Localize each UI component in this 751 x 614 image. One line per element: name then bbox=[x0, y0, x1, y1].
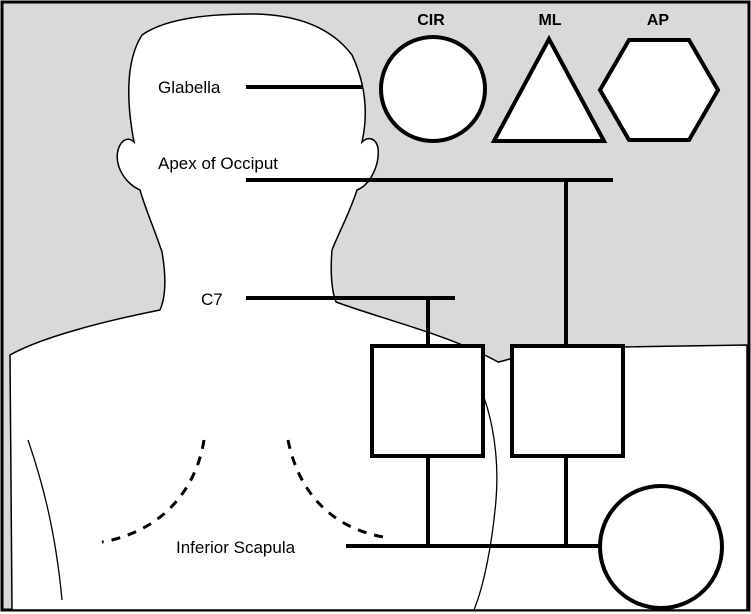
cir-header: CIR bbox=[417, 12, 445, 29]
glabella-label: Glabella bbox=[158, 78, 221, 97]
ml-triangle-shape bbox=[490, 34, 608, 143]
c7-measurement-square bbox=[370, 344, 485, 458]
apex-of-occiput-label: Apex of Occiput bbox=[158, 154, 278, 173]
scapula-right-outline bbox=[286, 439, 391, 540]
ap-hexagon-shape bbox=[597, 38, 721, 142]
ap-header: AP bbox=[647, 12, 670, 29]
body-silhouette bbox=[9, 13, 748, 611]
scapula-left-outline bbox=[101, 439, 206, 544]
inferior-scapula-label: Inferior Scapula bbox=[176, 538, 296, 557]
ml-header: ML bbox=[538, 12, 561, 29]
cir-circle-shape bbox=[379, 35, 487, 143]
occiput-measurement-square bbox=[510, 344, 625, 458]
c7-label: C7 bbox=[201, 290, 223, 309]
back-contour-left bbox=[27, 439, 63, 601]
scapula-measurement-circle bbox=[598, 484, 724, 610]
